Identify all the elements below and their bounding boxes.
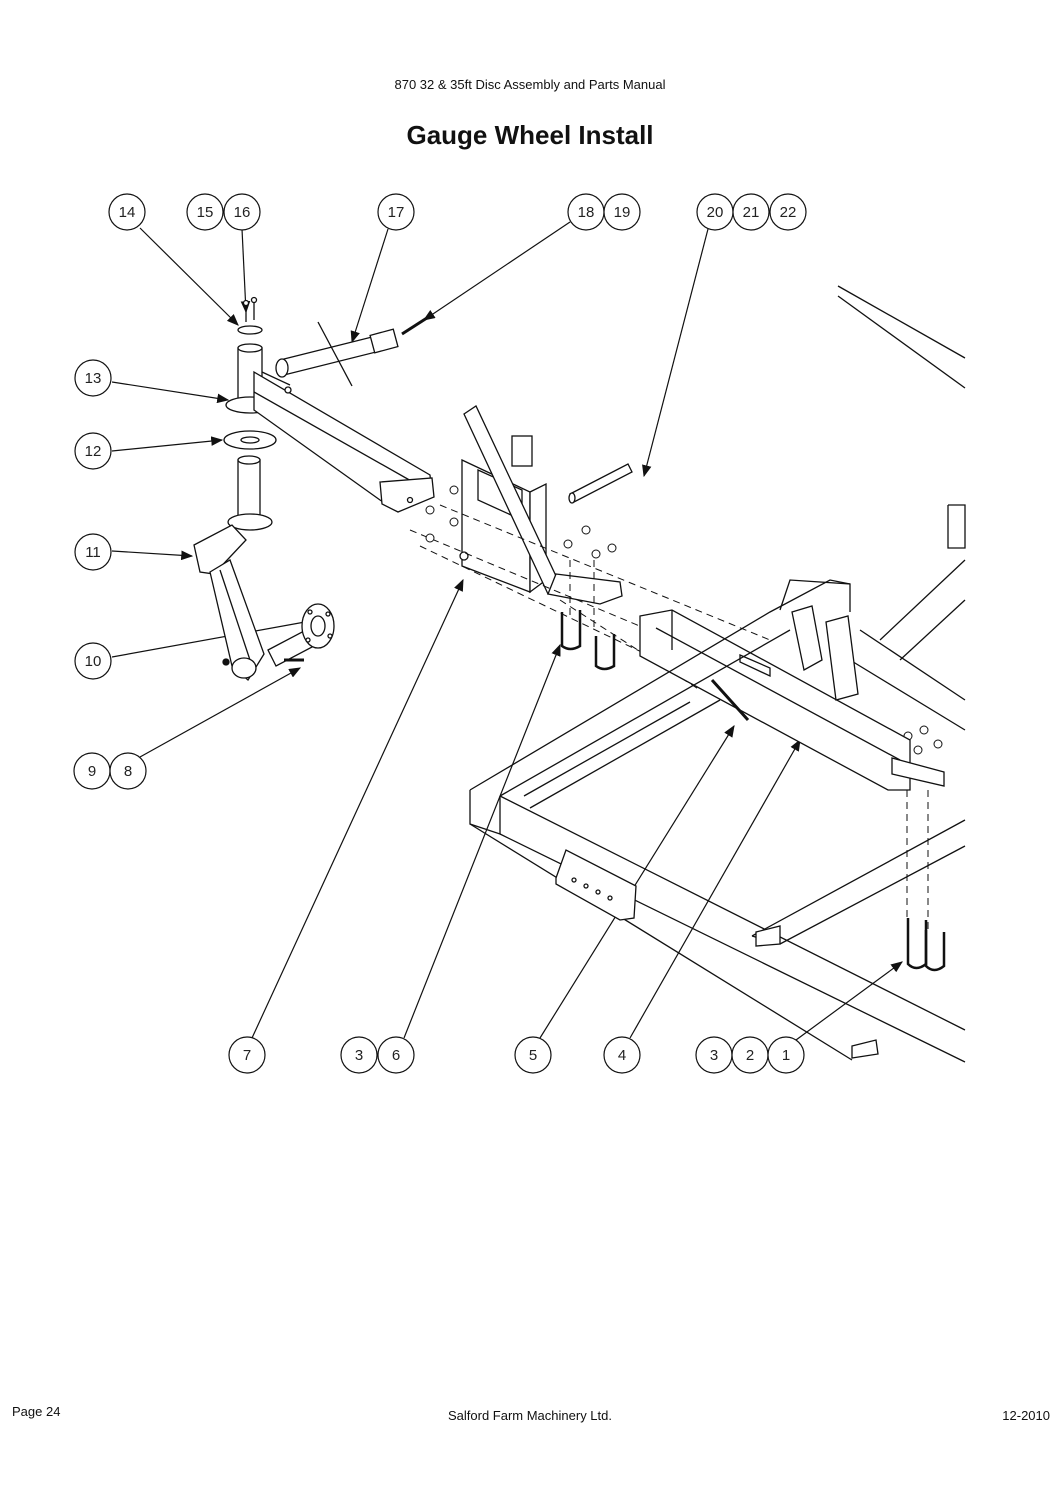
leader-3-2-1 (795, 961, 903, 1041)
page-number: Page 24 (12, 1404, 61, 1419)
manual-header: 870 32 & 35ft Disc Assembly and Parts Ma… (394, 77, 666, 92)
callout-c19: 19 (603, 193, 641, 231)
callout-c13: 13 (74, 359, 112, 397)
leader-lines (111, 221, 903, 1041)
frame-plates (555, 605, 945, 1059)
callout-c22: 22 (769, 193, 807, 231)
leader-3-6 (403, 643, 561, 1039)
callout-label: 11 (85, 544, 101, 561)
wheel-hub (222, 603, 335, 679)
callout-label: 16 (234, 204, 251, 221)
top-bolts (237, 296, 263, 335)
callout-c1: 1 (767, 1036, 805, 1074)
callout-c6: 6 (377, 1036, 415, 1074)
callout-c3a: 3 (340, 1036, 378, 1074)
leader-10 (111, 617, 318, 658)
callout-label: 9 (88, 763, 96, 780)
leader-11 (111, 550, 194, 561)
callout-c10: 10 (74, 642, 112, 680)
callout-c15: 15 (186, 193, 224, 231)
callout-label: 18 (578, 204, 595, 221)
mounting-bracket (459, 405, 623, 605)
callout-label: 10 (85, 653, 102, 670)
leader-12 (111, 436, 224, 452)
callout-label: 22 (780, 204, 797, 221)
leader-9-8 (139, 667, 302, 758)
callout-c16: 16 (223, 193, 261, 231)
callout-label: 19 (614, 204, 631, 221)
leader-5 (539, 724, 735, 1039)
callout-label: 5 (529, 1047, 537, 1064)
u-bolts (560, 610, 946, 972)
implement-frame (469, 285, 966, 1063)
callout-c9: 9 (73, 752, 111, 790)
leader-4 (629, 738, 801, 1039)
page-title: Gauge Wheel Install (406, 120, 654, 150)
callout-label: 17 (388, 204, 405, 221)
upper-arm-assembly (225, 343, 435, 513)
leader-13 (111, 381, 230, 404)
callout-c8: 8 (109, 752, 147, 790)
callout-label: 14 (119, 204, 136, 221)
lower-arm-assembly (193, 455, 273, 681)
callout-label: 13 (85, 370, 102, 387)
callout-c4: 4 (603, 1036, 641, 1074)
callout-label: 6 (392, 1047, 400, 1064)
callout-label: 21 (743, 204, 760, 221)
callout-c7: 7 (228, 1036, 266, 1074)
gauge-wheel-parts (193, 296, 435, 681)
callout-label: 7 (243, 1047, 251, 1064)
callout-c12: 12 (74, 432, 112, 470)
callout-label: 3 (710, 1047, 718, 1064)
callout-label: 2 (746, 1047, 754, 1064)
callout-c5: 5 (514, 1036, 552, 1074)
callout-label: 1 (782, 1047, 790, 1064)
callout-label: 3 (355, 1047, 363, 1064)
callout-label: 8 (124, 763, 132, 780)
callout-c2: 2 (731, 1036, 769, 1074)
leader-15-16 (240, 228, 251, 314)
leader-14 (139, 227, 239, 326)
callout-label: 4 (618, 1047, 626, 1064)
leader-20-22 (642, 228, 709, 478)
leader-18-19 (423, 221, 571, 321)
callout-c20: 20 (696, 193, 734, 231)
callout-c11: 11 (74, 533, 112, 571)
axle-pin (568, 463, 633, 504)
callout-c18: 18 (567, 193, 605, 231)
callout-c21: 21 (732, 193, 770, 231)
nuts (425, 485, 943, 755)
hydraulic-cylinder (275, 314, 431, 387)
leader-17 (350, 228, 389, 344)
main-frame-beam (639, 609, 911, 791)
callout-label: 15 (197, 204, 214, 221)
leader-7 (251, 578, 464, 1039)
callout-label: 12 (85, 443, 102, 460)
callout-c17: 17 (377, 193, 415, 231)
revision-date: 12-2010 (1002, 1408, 1050, 1423)
company-name: Salford Farm Machinery Ltd. (447, 1408, 612, 1423)
callout-c14: 14 (108, 193, 146, 231)
callout-c3b: 3 (695, 1036, 733, 1074)
callout-label: 20 (707, 204, 724, 221)
